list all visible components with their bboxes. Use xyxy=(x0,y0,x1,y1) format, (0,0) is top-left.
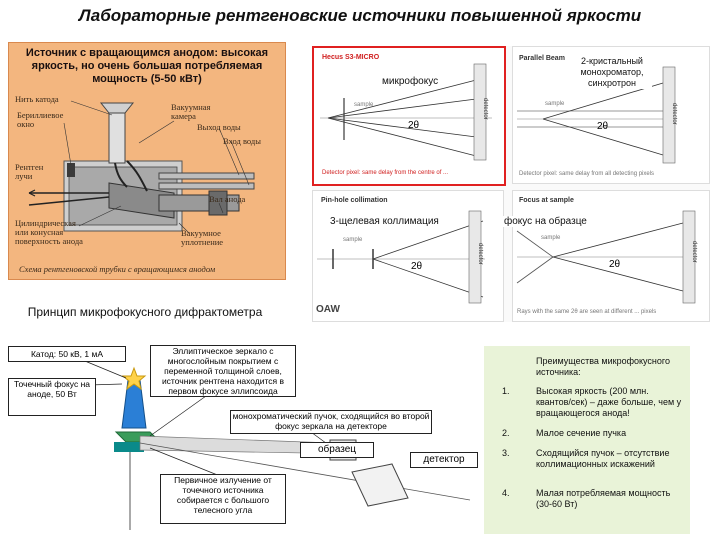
tube-panel-title: Источник с вращающимся анодом: высокая я… xyxy=(25,47,269,85)
mono-beam-box: монохроматический пучок, сходящийся во в… xyxy=(230,410,432,434)
label-microfocus: микрофокус xyxy=(380,76,441,87)
panel-slit-2theta: 2θ xyxy=(411,261,423,272)
panel-microfocus: Hecus S3-MICRO detector sample 2θ Detect… xyxy=(312,46,506,186)
advantage-3-num: 3. xyxy=(502,448,510,458)
panel-slit-sample: sample xyxy=(343,237,363,243)
label-water-in: Вход воды xyxy=(223,136,261,146)
advantage-1-num: 1. xyxy=(502,386,510,396)
panel-microfocus-head: Hecus S3-MICRO xyxy=(322,54,380,61)
logo: OAW xyxy=(316,304,340,315)
primary-radiation-box: Первичное излучение от точечного источни… xyxy=(160,474,286,524)
panel-microfocus-foot: Detector pixel: same delay from the cent… xyxy=(322,170,449,176)
collimation-figure: Hecus S3-MICRO detector sample 2θ Detect… xyxy=(312,46,710,322)
panel-crystal-rays xyxy=(517,66,676,164)
rotating-anode-diagram xyxy=(28,100,255,234)
label-filament: Нить катода xyxy=(15,94,59,104)
panel-slit-detector: detector xyxy=(477,243,483,265)
advantage-3-text: Сходящийся пучок – отсутствие коллимацио… xyxy=(536,448,670,469)
rotating-anode-panel: Источник с вращающимся анодом: высокая я… xyxy=(8,42,286,280)
advantage-4-num: 4. xyxy=(502,488,510,498)
principle-title: Принцип микрофокусного дифрактометра xyxy=(27,305,263,319)
advantage-1-text: Высокая яркость (200 млн. квантов/сек) –… xyxy=(536,386,682,418)
panel-microfocus-sample: sample xyxy=(354,102,374,108)
label-crystal-monochromator: 2-кристальный монохроматор, синхротрон xyxy=(572,56,652,89)
label-three-slit: 3-щелевая коллимация xyxy=(328,216,441,227)
panel-focus-foot: Rays with the same 2θ are seen at differ… xyxy=(517,309,657,315)
panel-microfocus-2theta: 2θ xyxy=(408,120,420,131)
advantages-panel: Преимущества микрофокусного источника: 1… xyxy=(484,346,690,534)
panel-focus-head: Focus at sample xyxy=(519,197,574,204)
mirror-box: Эллиптическое зеркало с многослойным пок… xyxy=(150,345,296,397)
panel-focus-detector: detector xyxy=(691,241,697,263)
panel-focus-rays xyxy=(516,210,696,304)
label-vacuum-chamber: Вакуумная камера xyxy=(171,102,211,121)
panel-slit-rays xyxy=(317,210,485,304)
panel-crystal-head: Parallel Beam xyxy=(519,55,565,62)
label-vacuum-seal: Вакуумное уплотнение xyxy=(181,228,224,247)
panel-crystal-foot: Detector pixel: same delay from all dete… xyxy=(519,171,655,177)
panel-crystal-detector: detector xyxy=(671,103,677,125)
page-title: Лабораторные рентгеновские источники пов… xyxy=(78,6,642,25)
label-xray: Рентген лучи xyxy=(15,162,44,181)
panel-focus-sample: sample xyxy=(541,235,561,241)
tube-caption: Схема рентгеновской трубки с вращающимся… xyxy=(19,264,216,274)
panel-crystal-2theta: 2θ xyxy=(597,121,609,132)
panel-focus-2theta: 2θ xyxy=(609,259,621,270)
label-anode-shaft: Вал анода xyxy=(209,194,246,204)
panel-microfocus-detector: detector xyxy=(482,98,488,120)
panel-microfocus-rays xyxy=(320,63,492,161)
point-focus-box: Точечный фокус на аноде, 50 Вт xyxy=(8,378,96,416)
label-water-out: Выход воды xyxy=(197,122,241,132)
advantage-4-text: Малая потребляемая мощность (30-60 Вт) xyxy=(536,488,671,509)
label-beryllium-window: Бериллиевое окно xyxy=(17,110,64,129)
cathode-box: Катод: 50 кВ, 1 мА xyxy=(8,346,126,362)
label-focus-on-sample: фокус на образце xyxy=(502,216,589,227)
sample-box: образец xyxy=(300,442,374,458)
panel-slit: Pin-hole collimation detector sample 2θ xyxy=(312,190,504,322)
panel-focus-sample: Focus at sample detector sample 2θ Rays … xyxy=(512,190,710,322)
advantage-2-text: Малое сечение пучка xyxy=(536,428,627,438)
label-anode-surface: Цилиндрическая или конусная поверхность … xyxy=(15,218,83,246)
advantage-2-num: 2. xyxy=(502,428,510,438)
panel-crystal-sample: sample xyxy=(545,101,565,107)
detector-box: детектор xyxy=(410,452,478,468)
advantages-title: Преимущества микрофокусного источника: xyxy=(536,356,670,377)
panel-slit-head: Pin-hole collimation xyxy=(321,197,388,204)
